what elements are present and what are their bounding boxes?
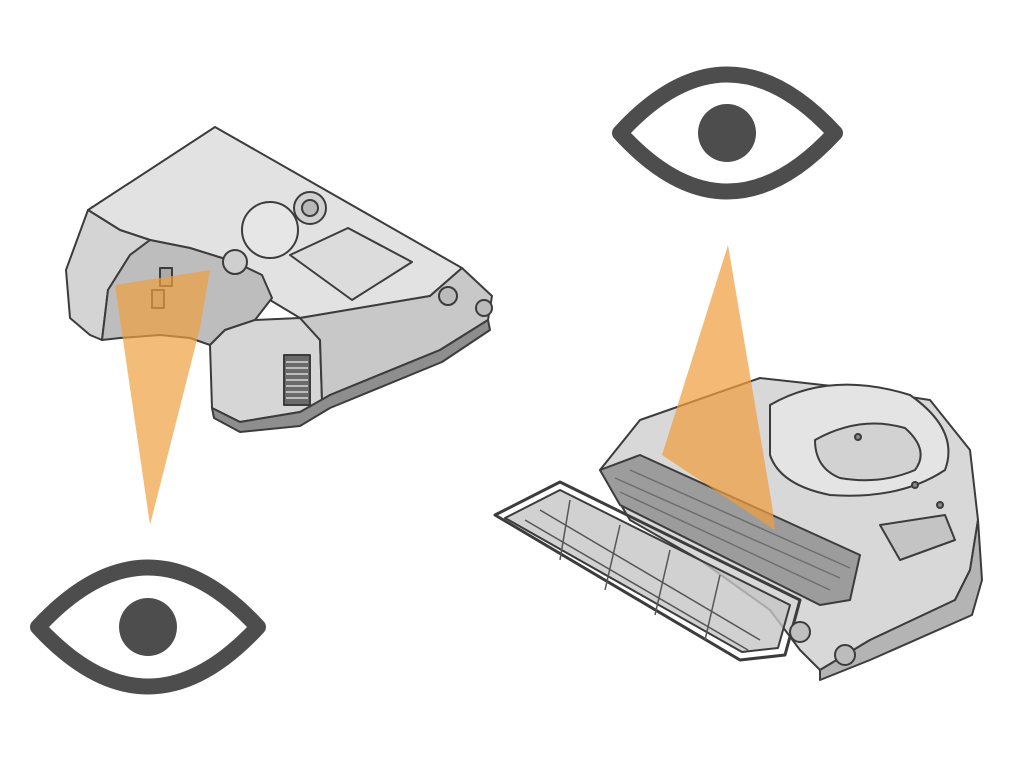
eye-icon [612, 66, 843, 200]
dock-cavity-knob [222, 249, 248, 275]
dock-lid [289, 227, 413, 301]
robot-wheel-right [834, 644, 856, 666]
robot-screw [854, 433, 862, 441]
dock-connector-1 [438, 286, 458, 306]
robot-brush-guard-inner [504, 489, 791, 653]
view-beam-left [115, 270, 210, 525]
dock-connector-2 [475, 299, 493, 317]
robot-side-brush-housing [879, 514, 956, 561]
eye-icon [30, 559, 266, 695]
robot-brush-cap [789, 621, 811, 643]
view-beam-right [662, 245, 775, 530]
dock-round-button-large [241, 201, 299, 259]
dock-round-button-center [301, 199, 319, 217]
dock-base-strip [211, 319, 491, 433]
robot-brush-roll [599, 454, 861, 606]
robot-screw [936, 501, 944, 509]
robot-disc-inner [814, 422, 922, 482]
robot-screw [911, 481, 919, 489]
